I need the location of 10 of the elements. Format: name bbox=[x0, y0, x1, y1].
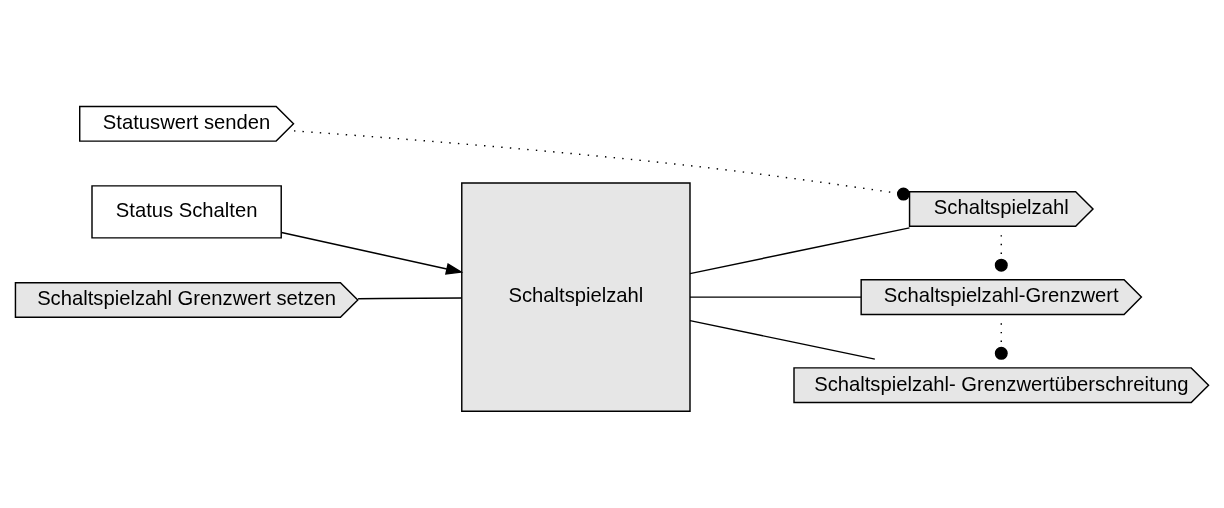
connector bbox=[689, 295, 862, 298]
connector bbox=[689, 226, 911, 274]
connector bbox=[357, 296, 463, 299]
connector bbox=[293, 129, 910, 201]
connector bbox=[994, 322, 1008, 360]
connector bbox=[994, 233, 1008, 272]
node-box: Schaltspielzahl bbox=[461, 181, 691, 412]
connector bbox=[689, 319, 876, 360]
arrow bbox=[280, 231, 464, 275]
node-box: Status Schalten bbox=[91, 184, 282, 239]
